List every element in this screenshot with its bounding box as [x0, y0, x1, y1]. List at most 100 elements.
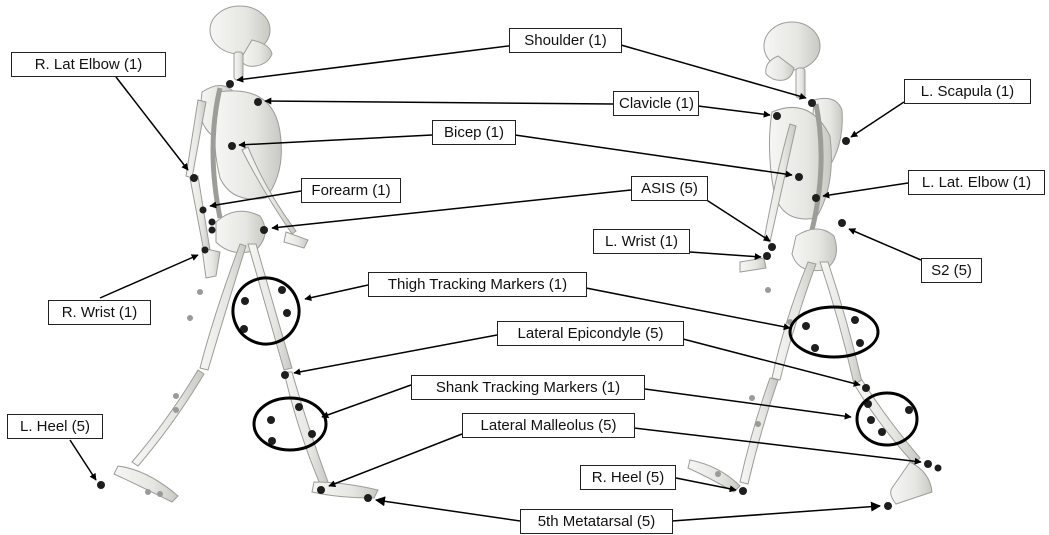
label-l-lat-elbow: L. Lat. Elbow (1) [908, 170, 1045, 195]
marker-l-heel [97, 481, 105, 489]
arrow-bicep-right [515, 135, 792, 175]
left-rear-tibia [132, 370, 204, 466]
arrow-r-lat-elbow [116, 77, 188, 170]
faint-marker [755, 421, 761, 427]
arrow-5th-metatarsal-right [672, 506, 880, 521]
arrow-lat-malleolus-left [329, 434, 462, 486]
marker-l-wrist [763, 252, 771, 260]
label-l-scapula: L. Scapula (1) [904, 79, 1031, 104]
arrow-thigh-left [305, 285, 368, 299]
left-rear-foot [114, 466, 178, 502]
label-l-wrist: L. Wrist (1) [593, 229, 690, 254]
marker-r-wrist [202, 247, 209, 254]
marker-shank-right-2 [905, 406, 913, 414]
label-lateral-malleolus: Lateral Malleolus (5) [462, 413, 635, 438]
right-rear-tibia [740, 378, 778, 484]
marker-clavicle-right [773, 112, 781, 120]
arrow-shank-left [322, 385, 411, 417]
marker-shank-right-4 [878, 428, 886, 436]
marker-r-heel [739, 487, 747, 495]
marker-thigh-left-3 [283, 309, 291, 317]
right-rear-foot [688, 460, 740, 492]
arrow-asis-right [705, 199, 770, 241]
marker-shoulder-left [226, 80, 234, 88]
faint-marker [173, 393, 179, 399]
marker-5th-metatarsal-left [364, 494, 372, 502]
arrow-s2 [849, 229, 921, 260]
label-bicep: Bicep (1) [432, 120, 516, 145]
left-humerus [186, 100, 206, 178]
arrow-shank-right [645, 389, 851, 417]
label-s2: S2 (5) [921, 258, 982, 283]
left-front-tibia [284, 372, 328, 484]
faint-marker [157, 491, 163, 497]
arrow-shoulder-left [237, 45, 516, 80]
arrow-clavicle-left [265, 101, 613, 104]
arrow-l-scapula [851, 102, 904, 137]
faint-marker [145, 489, 151, 495]
right-hand [740, 258, 766, 272]
faint-marker [197, 289, 203, 295]
marker-shank-left-3 [308, 430, 316, 438]
marker-thigh-right-3 [811, 344, 819, 352]
left-front-femur [248, 244, 292, 370]
marker-thigh-left-1 [241, 297, 249, 305]
arrow-l-wrist [690, 252, 761, 257]
label-r-lat-elbow: R. Lat Elbow (1) [11, 52, 166, 77]
arrow-clavicle-right [698, 106, 770, 115]
label-r-wrist: R. Wrist (1) [48, 300, 151, 325]
right-skeleton-illustration [688, 22, 932, 504]
marker-bicep-right [795, 173, 803, 181]
marker-lat-epicondyle-left [281, 371, 289, 379]
arrow-l-lat-elbow [823, 183, 908, 196]
arrow-l-heel [70, 440, 96, 480]
marker-lat-epicondyle-right [862, 384, 870, 392]
label-shoulder: Shoulder (1) [509, 28, 622, 53]
label-thigh-tracking-markers: Thigh Tracking Markers (1) [368, 272, 587, 297]
label-r-heel: R. Heel (5) [580, 465, 676, 490]
marker-shank-left-2 [267, 416, 275, 424]
marker-clavicle-left [254, 98, 262, 106]
marker-lat-malleolus-left [317, 486, 325, 494]
marker-shank-left-1 [295, 403, 303, 411]
marker-r-lat-elbow [190, 174, 198, 182]
marker-5th-metatarsal-right [884, 502, 892, 510]
marker-thigh-right-4 [856, 339, 864, 347]
label-5th-metatarsal: 5th Metatarsal (5) [520, 509, 673, 534]
label-forearm: Forearm (1) [301, 178, 401, 203]
right-front-foot [891, 462, 932, 504]
marker-thigh-right-2 [851, 316, 859, 324]
marker-forearm-left-2 [209, 219, 216, 226]
left-skeleton-illustration [114, 6, 378, 502]
left-neck [234, 52, 243, 80]
arrow-lat-epicondyle-left [294, 335, 497, 373]
marker-l-lat-elbow [812, 194, 820, 202]
faint-marker [749, 395, 755, 401]
label-l-heel: L. Heel (5) [7, 414, 103, 439]
faint-marker [173, 407, 179, 413]
marker-thigh-left-2 [278, 286, 286, 294]
left-forearm-bone [190, 176, 210, 252]
marker-lat-malleolus-right [924, 460, 932, 468]
marker-ankle-right [935, 465, 942, 472]
label-clavicle: Clavicle (1) [613, 91, 699, 116]
arrow-5th-metatarsal-left [376, 500, 520, 521]
faint-marker [715, 471, 721, 477]
faint-marker [187, 315, 193, 321]
marker-l-scapula [842, 137, 850, 145]
marker-asis-right [768, 243, 776, 251]
marker-forearm-left [200, 207, 207, 214]
marker-thigh-right-1 [802, 322, 810, 330]
label-lateral-epicondyle: Lateral Epicondyle (5) [497, 321, 684, 346]
left-far-hand [284, 232, 308, 248]
marker-bicep-left [228, 142, 236, 150]
arrow-r-wrist [100, 255, 198, 298]
label-asis: ASIS (5) [631, 176, 708, 201]
right-neck [796, 68, 805, 98]
marker-asis-left [260, 226, 268, 234]
marker-s2 [838, 219, 846, 227]
marker-shank-right-3 [867, 416, 875, 424]
marker-hip-left [209, 227, 216, 234]
